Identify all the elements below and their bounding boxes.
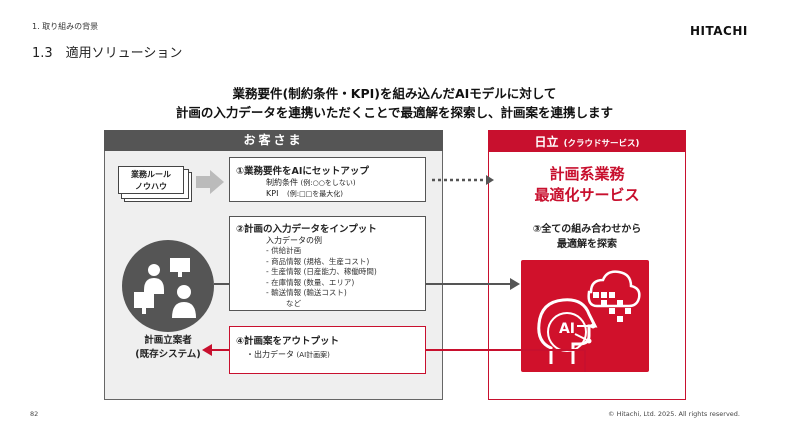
step4-output-label: ・出力データ — [246, 350, 294, 359]
headline-line-2: 計画の入力データを連携いただくことで最適解を探索し、計画案を連携します — [175, 105, 614, 120]
customer-panel-title: お客さま — [104, 130, 443, 151]
person-computer-icon — [134, 258, 196, 318]
hitachi-panel-subtitle: (クラウドサービス) — [563, 139, 640, 149]
knowhow-document: 業務ルール ノウハウ — [118, 166, 184, 194]
list-item: など — [286, 298, 301, 308]
step1-kpi-label: KPI — [266, 189, 279, 198]
list-item: - 輸送情報 (輸送コスト) — [266, 288, 347, 297]
headline: 業務要件(制約条件・KPI)を組み込んだAIモデルに対して 計画の入力データを連… — [0, 84, 789, 122]
planner-line-1: 計画立案者 — [144, 335, 192, 346]
list-item: - 生産情報 (日産能力、稼働時間) — [266, 267, 377, 276]
step2-box: ②計画の入力データをインプット 入力データの例 - 供給計画 - 商品情報 (規… — [229, 216, 426, 311]
hitachi-panel-title: 日立 — [534, 135, 559, 149]
copyright: © Hitachi, Ltd. 2025. All rights reserve… — [608, 410, 740, 418]
page-number: 82 — [30, 410, 39, 418]
step4-title: ④計画案をアウトプット — [236, 336, 340, 347]
step2-subtitle: 入力データの例 — [266, 236, 322, 245]
step1-title: ①業務要件をAIにセットアップ — [236, 166, 369, 177]
service-name-line-2: 最適化サービス — [534, 186, 640, 204]
step1-constraint: 制約条件 (例:○○をしない) — [266, 177, 356, 188]
ai-label: AI — [558, 321, 576, 337]
hitachi-panel-header: 日立 (クラウドサービス) — [488, 130, 686, 152]
step4-output-example: (AI計画案) — [296, 351, 330, 359]
step3-text: ③全ての組み合わせから 最適解を探索 — [488, 222, 686, 252]
planner-label: 計画立案者 (既存システム) — [104, 334, 232, 362]
step3-line-2: 最適解を探索 — [557, 239, 617, 250]
step1-kpi: KPI (例:□□を最大化) — [266, 189, 343, 199]
knowhow-line-1: 業務ルール — [131, 170, 171, 179]
step4-box: ④計画案をアウトプット ・出力データ (AI計画案) — [229, 326, 426, 374]
output-flow-arrowhead — [202, 344, 212, 356]
list-item: - 供給計画 — [266, 246, 302, 255]
step1-box: ①業務要件をAIにセットアップ 制約条件 (例:○○をしない) KPI (例:□… — [229, 157, 426, 202]
step1-constraint-example: (例:○○をしない) — [300, 179, 356, 187]
step2-title: ②計画の入力データをインプット — [236, 224, 377, 235]
knowhow-line-2: ノウハウ — [135, 182, 167, 191]
service-name-line-1: 計画系業務 — [549, 165, 625, 183]
headline-line-1: 業務要件(制約条件・KPI)を組み込んだAIモデルに対して — [232, 86, 557, 101]
section-title: 1.3 適用ソリューション — [32, 46, 183, 61]
service-name: 計画系業務 最適化サービス — [488, 164, 686, 206]
step3-line-1: ③全ての組み合わせから — [532, 224, 642, 235]
list-item: - 在庫情報 (数量、エリア) — [266, 277, 355, 287]
planner-icon — [122, 240, 214, 332]
hitachi-logo: HITACHI — [690, 24, 748, 38]
step2-list: - 供給計画 - 商品情報 (規格、生産コスト) - 生産情報 (日産能力、稼働… — [266, 246, 377, 309]
setup-flow-arrowhead — [486, 175, 494, 185]
block-arrow-icon — [196, 170, 224, 194]
step4-output: ・出力データ (AI計画案) — [246, 349, 330, 360]
input-flow-arrowhead — [510, 278, 520, 290]
step1-kpi-example: (例:□□を最大化) — [286, 190, 344, 198]
planner-line-2: (既存システム) — [135, 349, 201, 360]
step1-constraint-label: 制約条件 — [266, 178, 298, 187]
breadcrumb: 1. 取り組みの背景 — [32, 22, 99, 31]
list-item: - 商品情報 (規格、生産コスト) — [266, 256, 370, 266]
